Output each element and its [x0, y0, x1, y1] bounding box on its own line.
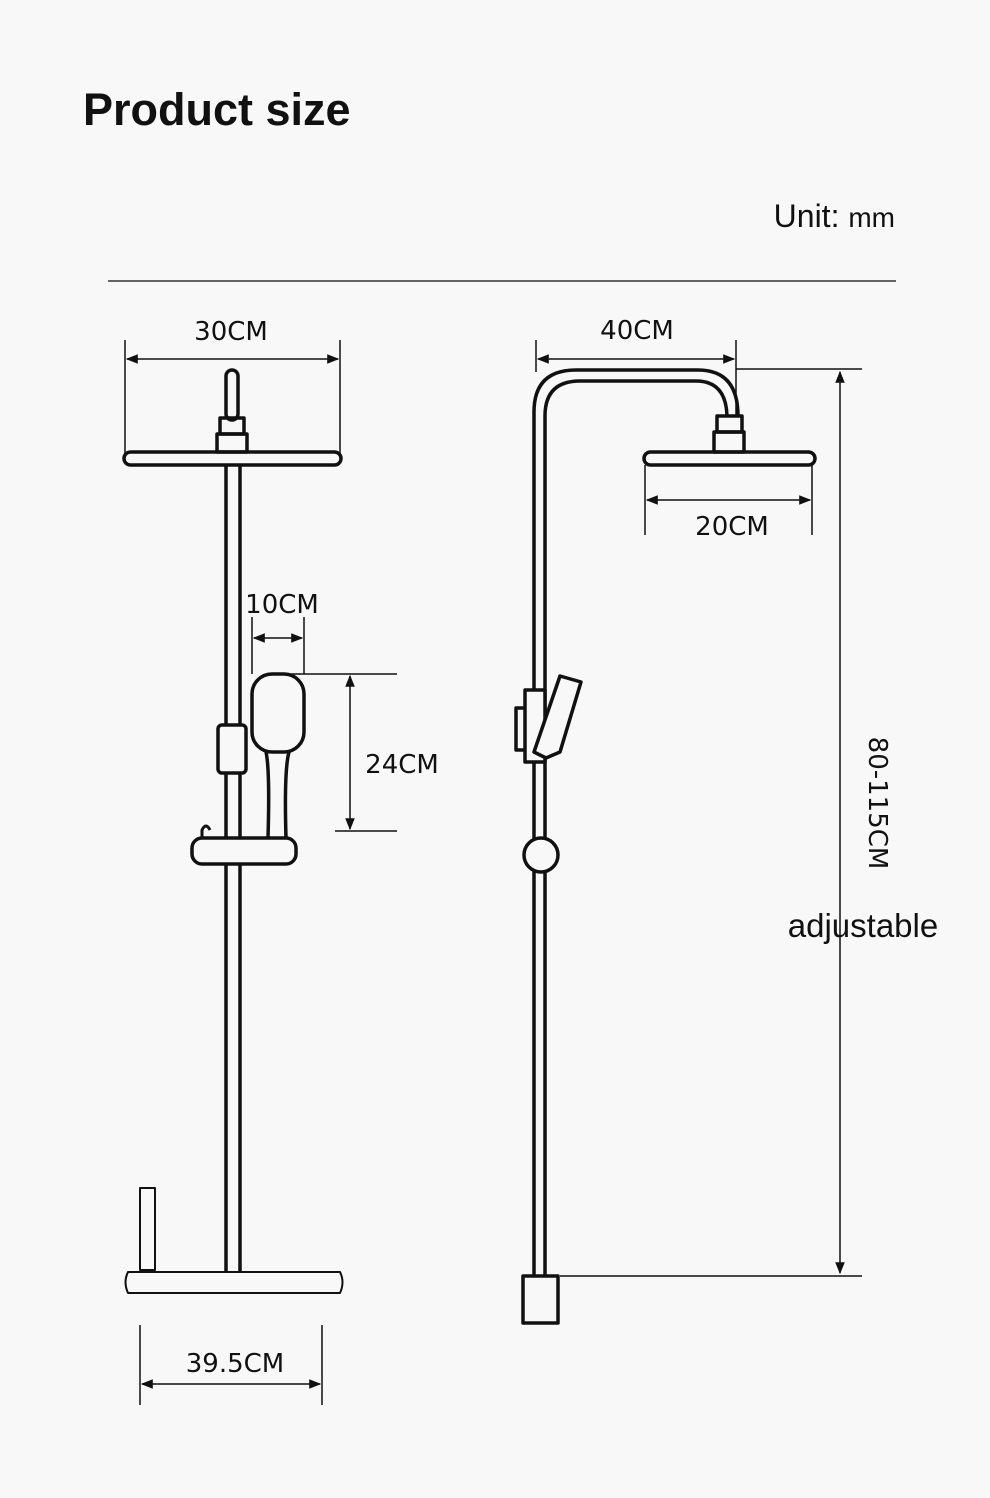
dim-head-diameter [644, 465, 813, 535]
dim-arm-length [535, 340, 737, 416]
riser-pipe-inner [543, 379, 729, 1276]
label-base-width: 39.5CM [186, 1349, 284, 1379]
label-handheld-width: 10CM [245, 590, 319, 620]
label-adjustable: adjustable [788, 907, 938, 944]
unit-label-text: Unit: [773, 198, 840, 234]
handheld-handle [264, 751, 291, 839]
dim-handheld-width [251, 617, 305, 674]
holder-bar [190, 836, 298, 866]
base-tray [124, 1271, 344, 1294]
label-height-range: 80-115CM [862, 737, 892, 870]
front-view [122, 340, 397, 1405]
handheld-head [250, 672, 306, 754]
top-stub [224, 368, 240, 422]
dim-handheld-height [280, 673, 397, 832]
side-connector-upper [715, 414, 744, 434]
label-head-diameter: 20CM [695, 512, 769, 542]
label-handheld-height: 24CM [365, 750, 439, 780]
label-head-width: 30CM [194, 317, 268, 347]
dim-base-width [139, 1325, 323, 1405]
page-title: Product size [83, 84, 351, 135]
riser-pipe-outer [532, 368, 740, 1276]
handheld-side [532, 674, 583, 760]
slider-block [216, 723, 248, 775]
connector-lower [215, 432, 249, 454]
label-arm-length: 40CM [600, 316, 674, 346]
unit-value: mm [848, 202, 895, 233]
tray-post [139, 1187, 156, 1271]
shower-head-front [122, 450, 343, 467]
shower-head-side [642, 450, 817, 467]
dim-height [560, 368, 862, 1277]
side-view [514, 340, 862, 1325]
wall-inlet [521, 1274, 560, 1325]
diverter-knob [522, 836, 560, 874]
side-connector-lower [712, 430, 746, 454]
dim-head-width [124, 340, 341, 455]
unit-label: Unit: mm [774, 198, 895, 235]
